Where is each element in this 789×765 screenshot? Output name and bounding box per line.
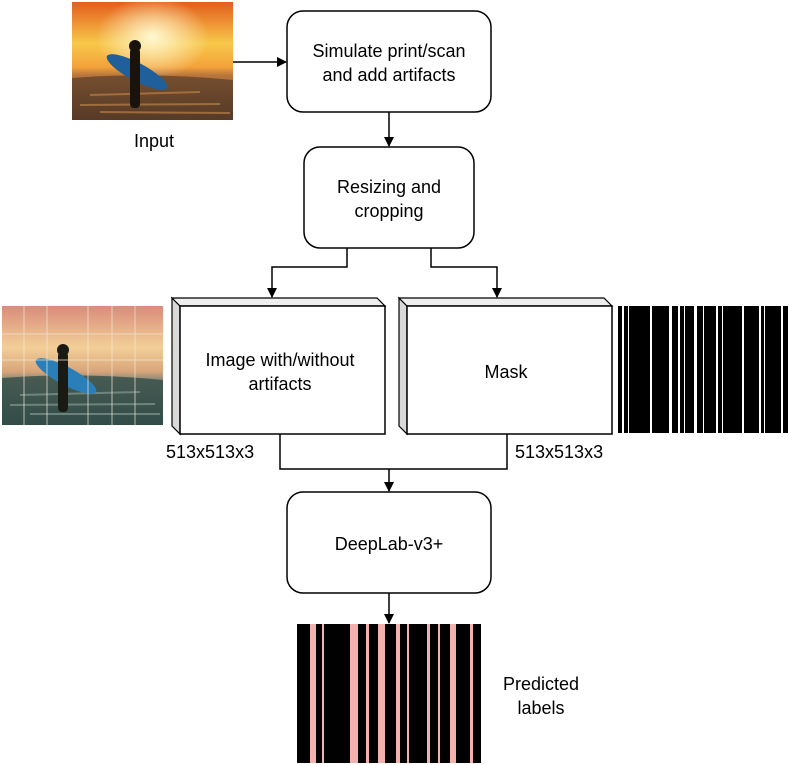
image-dims-label: 513x513x3 xyxy=(166,442,254,462)
artifact-photo xyxy=(2,306,163,425)
connector-mask-to-merge xyxy=(389,434,508,470)
image-box xyxy=(170,296,387,436)
image-box-label-line1: Image with/without xyxy=(205,350,354,370)
arrow-resize-to-image xyxy=(267,248,348,298)
simulate-label-line2: and add artifacts xyxy=(322,65,455,85)
resize-label-line1: Resizing and xyxy=(337,177,441,197)
mask-preview-image xyxy=(618,306,788,433)
input-photo xyxy=(72,2,233,120)
mask-box xyxy=(397,296,614,436)
resize-node xyxy=(303,146,475,249)
predicted-label-line2: labels xyxy=(517,698,564,718)
image-box-label-line2: artifacts xyxy=(248,374,311,394)
connector-image-to-merge xyxy=(279,434,389,470)
deeplab-label: DeepLab-v3+ xyxy=(335,534,444,554)
arrow-resize-to-mask xyxy=(430,248,502,298)
predicted-label-line1: Predicted xyxy=(503,674,579,694)
predicted-labels-image xyxy=(297,624,481,763)
simulate-node xyxy=(286,10,492,113)
mask-dims-label: 513x513x3 xyxy=(515,442,603,462)
simulate-label-line1: Simulate print/scan xyxy=(312,41,465,61)
mask-box-label: Mask xyxy=(484,362,528,382)
resize-label-line2: cropping xyxy=(354,201,423,221)
input-label: Input xyxy=(134,131,174,151)
